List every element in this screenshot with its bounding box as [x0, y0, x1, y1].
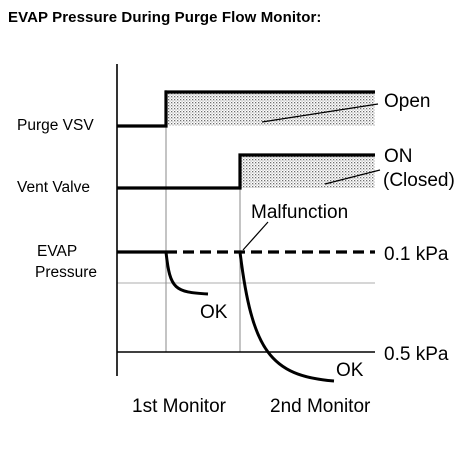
malfunction-label: Malfunction [251, 202, 348, 223]
vent-valve-on-shading [240, 155, 375, 188]
vent-valve-label: Vent Valve [17, 179, 90, 196]
pressure-high-label: 0.1 kPa [384, 244, 449, 265]
pressure-low-label: 0.5 kPa [384, 344, 449, 365]
first-ok-label: OK [200, 302, 228, 323]
diagram-title: EVAP Pressure During Purge Flow Monitor: [8, 9, 322, 26]
purge-vsv-label: Purge VSV [17, 117, 94, 134]
on-label: ON [384, 146, 413, 167]
second-monitor-label: 2nd Monitor [270, 396, 371, 417]
open-label: Open [384, 91, 430, 112]
evap-label-line2: Pressure [35, 264, 97, 281]
second-monitor-ok-curve [238, 251, 335, 383]
first-monitor-label: 1st Monitor [132, 396, 227, 417]
on-leader-line [324, 169, 381, 185]
vent-valve-signal [117, 153, 375, 190]
evap-label-line1: EVAP [37, 243, 77, 260]
first-monitor-ok-curve [164, 251, 209, 296]
purge-vsv-signal [117, 90, 375, 128]
open-leader-line [261, 103, 379, 123]
closed-label: (Closed) [383, 170, 455, 191]
second-ok-label: OK [336, 360, 364, 381]
malfunction-leader-line [242, 221, 269, 251]
